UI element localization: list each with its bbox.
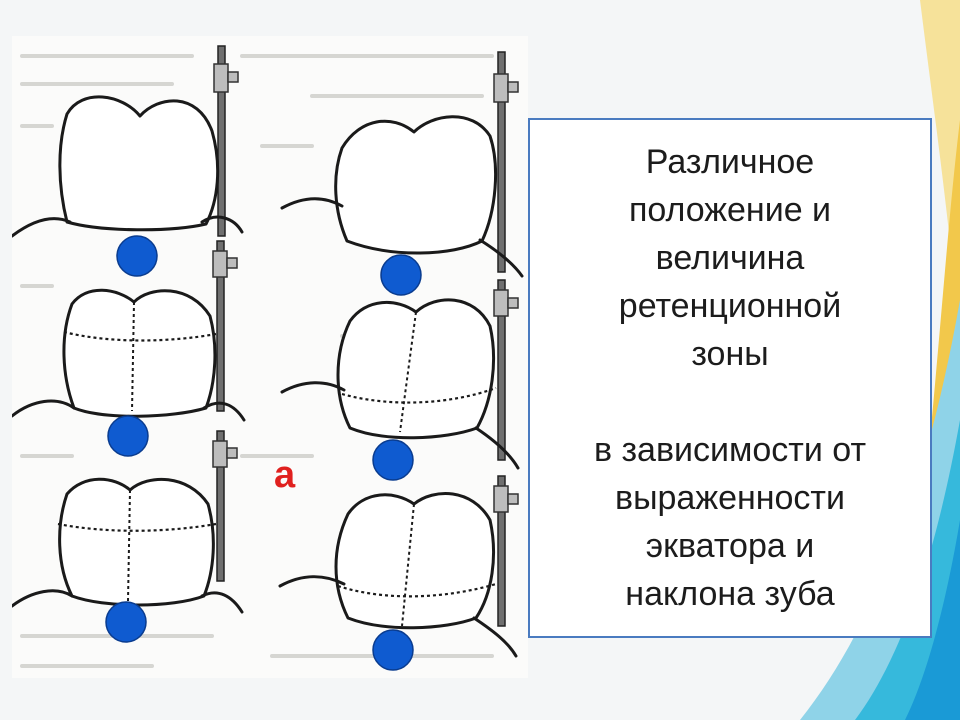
retention-zone-marker-left-3 [105, 601, 147, 643]
caption-title: Различное положение и величина ретенцион… [618, 143, 842, 373]
gum-line-left-1 [12, 215, 244, 238]
surveyor-rod-right-1 [493, 51, 519, 273]
gum-line-right-1 [280, 197, 524, 278]
tooth-left-1 [58, 95, 220, 232]
figure-label: а [274, 454, 296, 496]
surveyor-rod-right-2 [493, 279, 519, 461]
fissure-line-left-3 [127, 489, 131, 602]
retention-zone-marker-right-3 [372, 629, 414, 671]
tooth-left-2 [62, 288, 217, 418]
gum-line-right-2 [280, 381, 520, 470]
tooth-right-1 [334, 115, 498, 255]
gum-line-left-3 [12, 589, 244, 614]
caption-box: Различное положение и величина ретенцион… [528, 118, 932, 638]
decor-blue-wave [905, 520, 960, 720]
equator-line-left-2 [63, 330, 217, 342]
retention-zone-marker-left-2 [107, 415, 149, 457]
retention-zone-marker-right-1 [380, 254, 422, 296]
equator-line-left-3 [57, 522, 217, 532]
teeth-diagram [12, 36, 528, 678]
gum-line-right-3 [278, 575, 518, 658]
caption-subtitle: в зависимости от выраженности экватора и… [593, 431, 867, 613]
surveyor-rod-left-1 [213, 45, 239, 237]
equator-line-right-3 [337, 582, 497, 598]
decor-yellow-wave [920, 0, 960, 360]
equator-line-right-2 [341, 386, 497, 404]
tooth-right-3 [334, 492, 496, 630]
retention-zone-marker-left-1 [116, 235, 158, 277]
fissure-line-right-3 [401, 503, 415, 627]
tooth-left-3 [58, 477, 215, 607]
fissure-line-left-2 [131, 301, 135, 412]
surveyor-rod-left-2 [212, 240, 238, 412]
surveyor-rod-right-3 [493, 475, 519, 627]
fissure-line-right-2 [399, 311, 417, 433]
surveyor-rod-left-3 [212, 430, 238, 582]
faint-background-text [20, 54, 494, 668]
gum-line-left-2 [12, 399, 246, 422]
retention-zone-marker-right-2 [372, 439, 414, 481]
